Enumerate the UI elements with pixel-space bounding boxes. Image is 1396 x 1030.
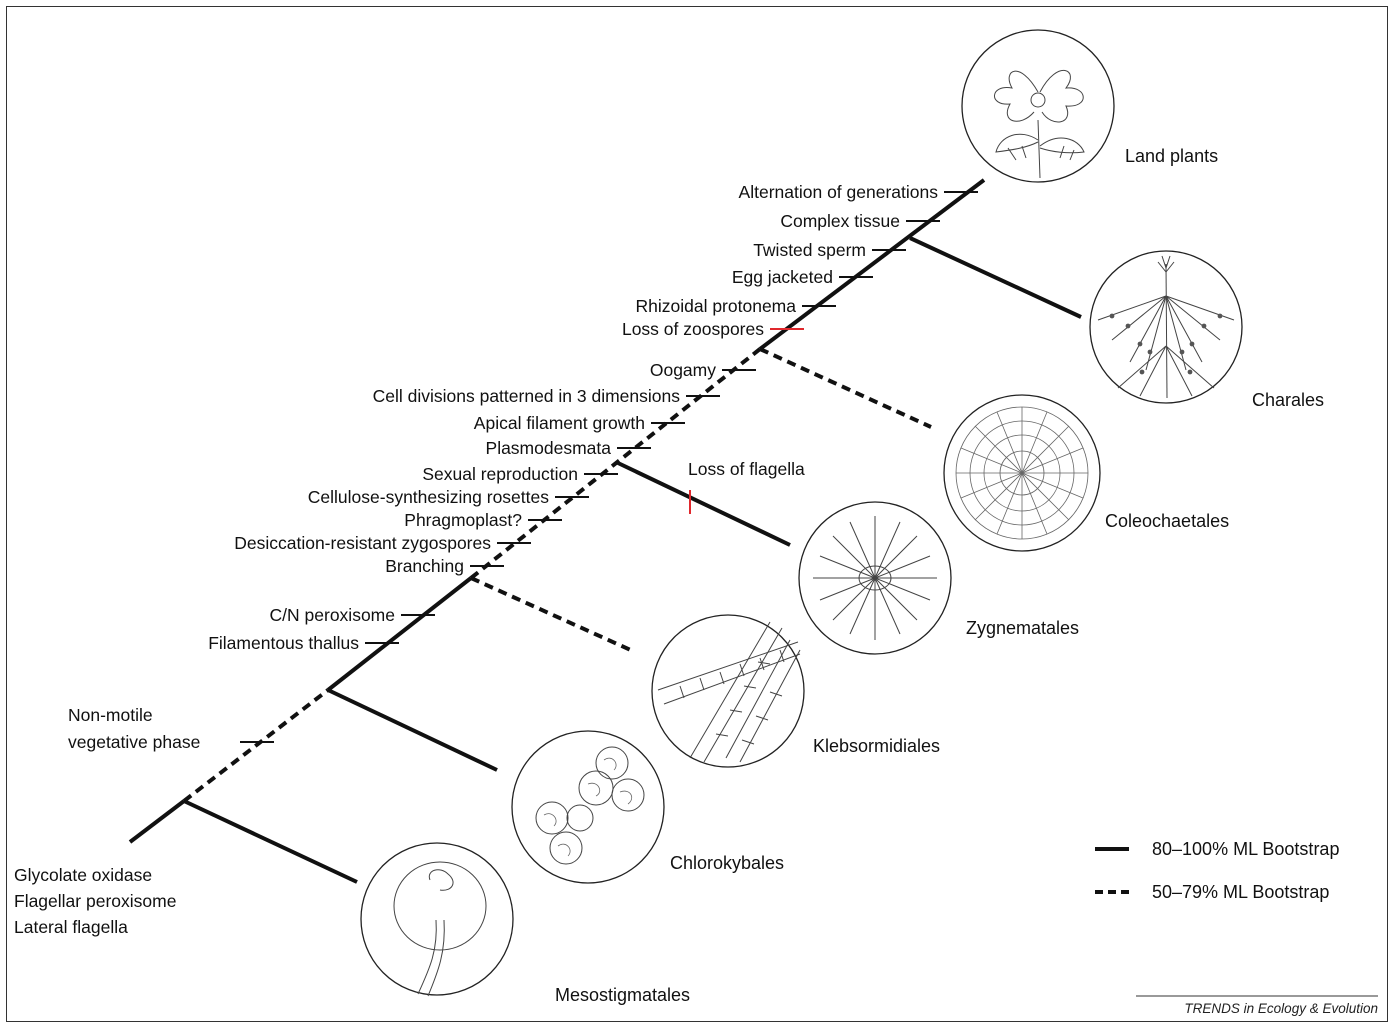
figure-frame — [6, 6, 1388, 1022]
taxon-coleochaetales: Coleochaetales — [1105, 511, 1229, 531]
label-desiccation: Desiccation-resistant zygospores — [234, 533, 491, 553]
taxon-zygnematales: Zygnematales — [966, 618, 1079, 638]
label-glycolate: Glycolate oxidase — [14, 865, 152, 885]
label-loss-flagella: Loss of flagella — [688, 459, 805, 479]
label-filamentous: Filamentous thallus — [208, 633, 359, 653]
zygnematales-illustration — [798, 501, 952, 655]
land-plants-illustration — [961, 29, 1115, 183]
branch-zygnematales — [617, 461, 791, 547]
spine-base — [128, 799, 186, 844]
spine-solid-mid — [326, 576, 473, 692]
taxon-mesostigmatales: Mesostigmatales — [555, 985, 690, 1005]
branch-charales — [909, 236, 1082, 319]
legend: 80–100% ML Bootstrap 50–79% ML Bootstrap — [1095, 839, 1339, 902]
taxon-charales: Charales — [1252, 390, 1324, 410]
branch-klebsormidiales — [470, 576, 636, 654]
taxon-chlorokybales: Chlorokybales — [670, 853, 784, 873]
label-branching: Branching — [385, 556, 464, 576]
coleochaetales-illustration — [943, 394, 1101, 552]
klebsormidiales-illustration — [651, 614, 805, 768]
chlorokybales-illustration — [511, 730, 665, 884]
legend-solid-label: 80–100% ML Bootstrap — [1152, 839, 1339, 859]
legend-dashed-label: 50–79% ML Bootstrap — [1152, 882, 1329, 902]
label-flagellar: Flagellar peroxisome — [14, 891, 176, 911]
label-alternation: Alternation of generations — [739, 182, 939, 202]
taxon-klebsormidiales: Klebsormidiales — [813, 736, 940, 756]
credit-text: TRENDS in Ecology & Evolution — [1184, 1001, 1378, 1016]
label-cn-peroxisome: C/N peroxisome — [270, 605, 395, 625]
label-complex-tissue: Complex tissue — [780, 211, 900, 231]
label-apical: Apical filament growth — [474, 413, 645, 433]
charales-illustration — [1089, 250, 1243, 404]
label-sexual: Sexual reproduction — [422, 464, 578, 484]
branch-mesostigmatales — [183, 799, 358, 884]
label-phragmoplast: Phragmoplast? — [404, 510, 522, 530]
mesostigmatales-illustration — [360, 842, 514, 997]
label-rhizoidal: Rhizoidal protonema — [635, 296, 796, 316]
spine-solid-top — [758, 178, 986, 351]
spine-dashed-upper — [469, 347, 762, 580]
branch-coleochaetales — [759, 347, 932, 429]
label-nonmotile-line1: Non-motile — [68, 705, 153, 725]
label-nonmotile-line2: vegetative phase — [68, 732, 200, 752]
label-plasmodesmata: Plasmodesmata — [486, 438, 612, 458]
spine-dashed-lower — [182, 688, 330, 803]
label-cell-divisions: Cell divisions patterned in 3 dimensions — [373, 386, 681, 406]
label-egg-jacketed: Egg jacketed — [732, 267, 833, 287]
branch-chlorokybales — [327, 688, 498, 772]
label-cellulose: Cellulose-synthesizing rosettes — [308, 487, 549, 507]
label-loss-zoospores: Loss of zoospores — [622, 319, 764, 339]
taxon-land-plants: Land plants — [1125, 146, 1218, 166]
label-oogamy: Oogamy — [650, 360, 716, 380]
label-twisted-sperm: Twisted sperm — [753, 240, 866, 260]
label-lateral: Lateral flagella — [14, 917, 128, 937]
